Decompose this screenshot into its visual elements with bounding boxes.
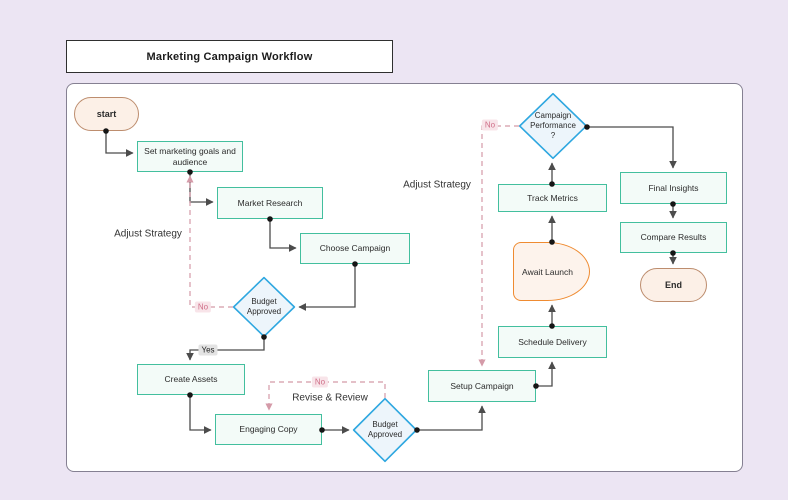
label-adjust-strategy-right: Adjust Strategy [403,179,471,191]
diagram-title-box: Marketing Campaign Workflow [66,40,393,73]
node-campaign-performance[interactable]: Campaign Performance ? [519,93,587,159]
node-budget-approved-2[interactable]: Budget Approved [353,398,417,462]
node-choose-campaign-label: Choose Campaign [319,243,391,254]
edge-label-no-1: No [194,301,212,313]
node-final-insights-label: Final Insights [648,182,699,193]
node-campaign-performance-label: Campaign Performance ? [530,111,576,140]
edge-label-yes-1: Yes [198,344,218,356]
node-track-metrics[interactable]: Track Metrics [498,184,607,212]
edge-label-no-2: No [311,376,329,388]
node-engaging-copy[interactable]: Engaging Copy [215,414,322,445]
node-start-label: start [96,109,117,119]
node-engaging-copy-label: Engaging Copy [239,424,298,435]
decision-diamond-shape [353,398,417,462]
node-final-insights[interactable]: Final Insights [620,172,727,204]
node-create-assets-label: Create Assets [164,374,218,385]
node-budget-approved-1[interactable]: Budget Approved [233,277,295,337]
node-market-research-label: Market Research [237,197,303,208]
node-compare-results[interactable]: Compare Results [620,222,727,253]
node-end-label: End [665,280,682,290]
node-create-assets[interactable]: Create Assets [137,364,245,395]
node-end[interactable]: End [640,268,707,302]
node-set-marketing-goals[interactable]: Set marketing goals and audience [137,141,243,172]
node-budget-approved-1-label: Budget Approved [246,297,282,316]
node-budget-approved-2-label: Budget Approved [367,420,403,439]
label-revise-review: Revise & Review [292,392,368,404]
node-track-metrics-label: Track Metrics [527,192,578,203]
node-choose-campaign[interactable]: Choose Campaign [300,233,410,264]
node-schedule-delivery[interactable]: Schedule Delivery [498,326,607,358]
node-schedule-delivery-label: Schedule Delivery [518,336,587,347]
node-compare-results-label: Compare Results [640,232,707,243]
node-start[interactable]: start [74,97,139,131]
diagram-title: Marketing Campaign Workflow [146,50,313,63]
node-set-marketing-goals-label: Set marketing goals and audience [144,145,236,167]
decision-diamond-shape [519,93,587,159]
node-await-launch-label: Await Launch [522,266,573,277]
edge-label-no-3: No [481,119,499,131]
node-setup-campaign[interactable]: Setup Campaign [428,370,536,402]
node-setup-campaign-label: Setup Campaign [450,380,514,391]
node-market-research[interactable]: Market Research [217,187,323,219]
label-adjust-strategy-left: Adjust Strategy [114,228,182,240]
